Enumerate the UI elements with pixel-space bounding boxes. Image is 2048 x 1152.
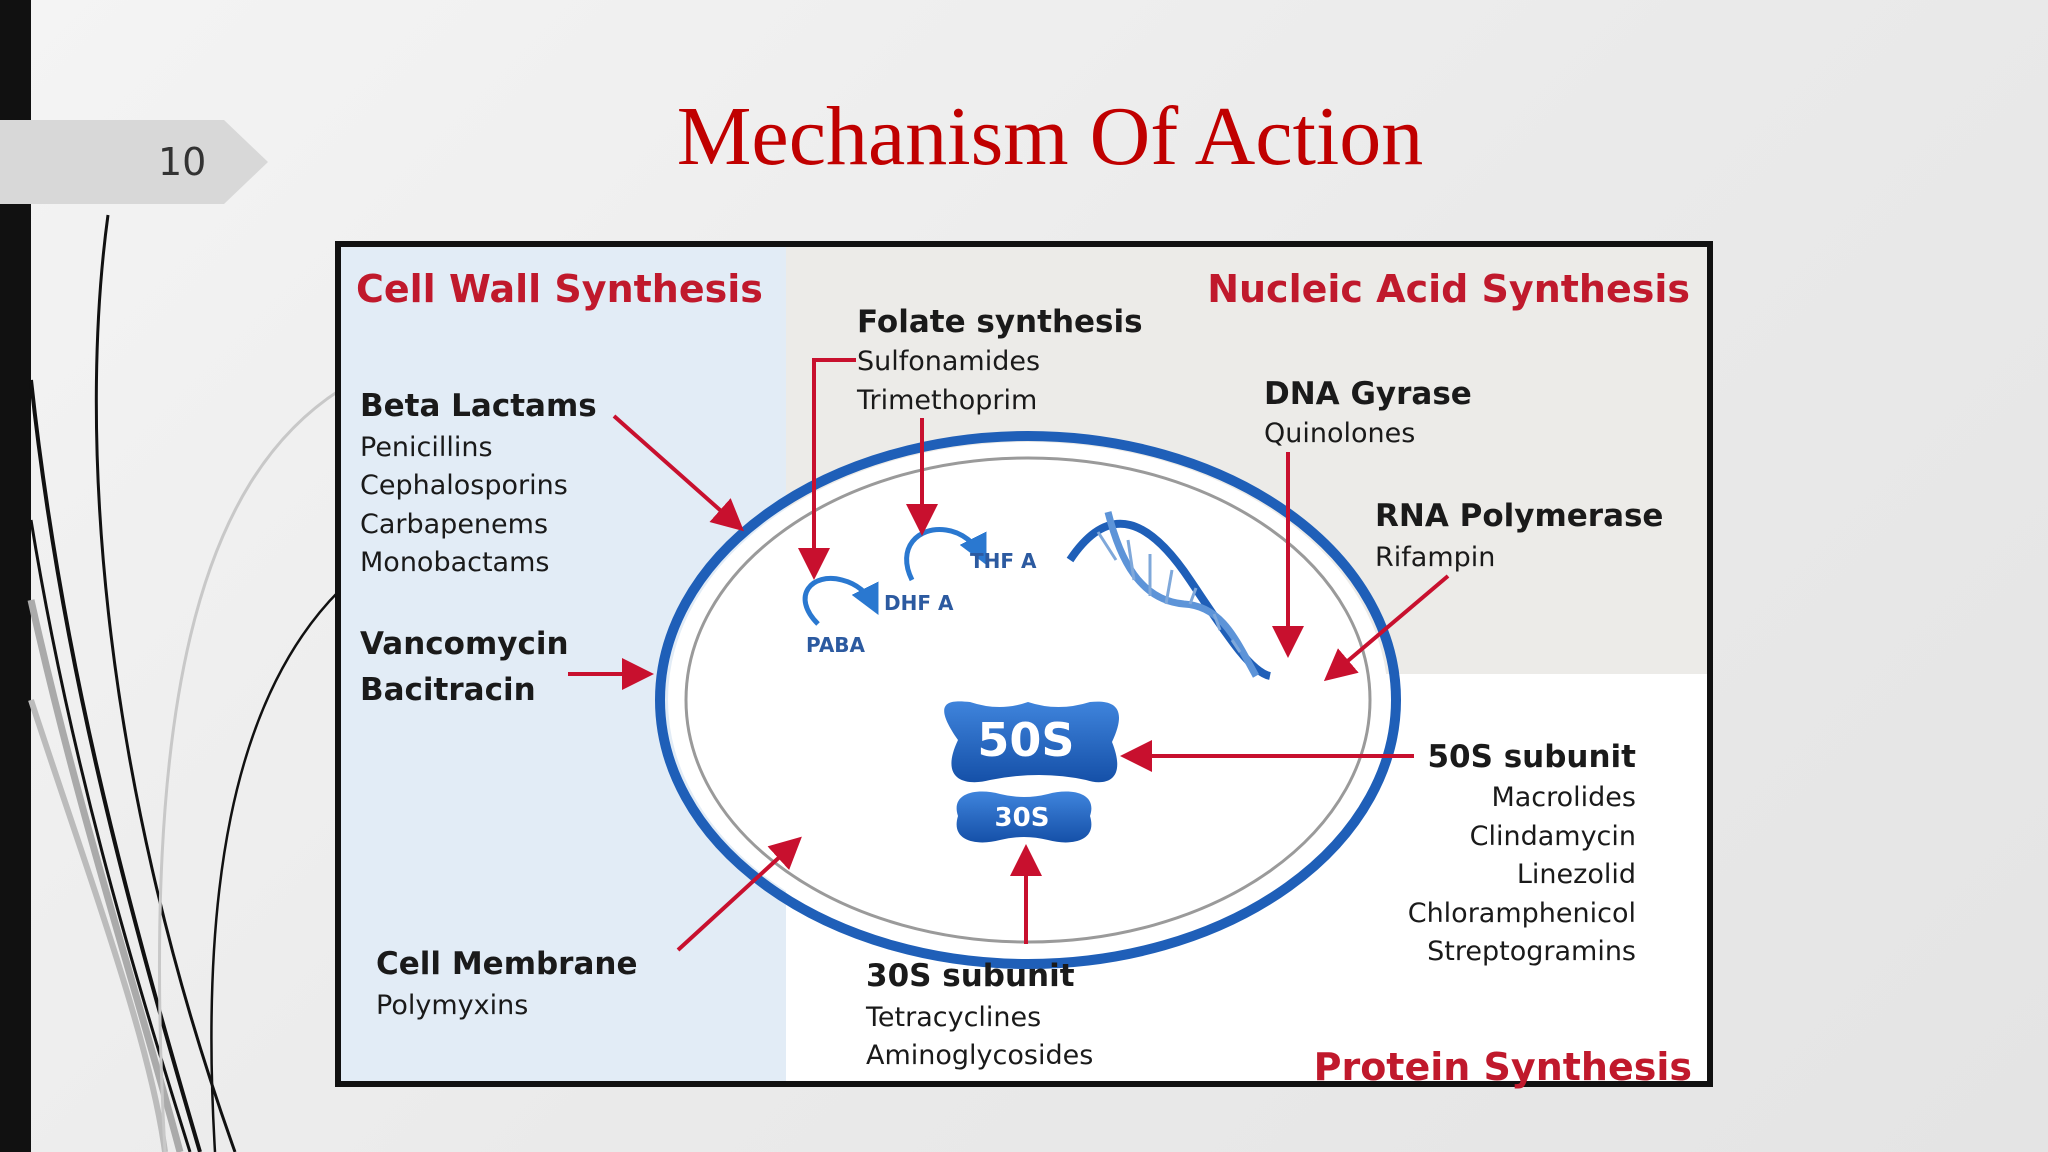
ribosome-30s [956, 791, 1092, 843]
folate-item: Trimethoprim [856, 385, 1037, 416]
50s-subunit-item: Linezolid [1517, 859, 1636, 890]
beta-lactams-item: Cephalosporins [360, 470, 568, 501]
50s-subunit-item: Clindamycin [1470, 821, 1636, 852]
bacitracin-label: Bacitracin [360, 672, 536, 708]
vancomycin-label: Vancomycin [360, 626, 569, 662]
paba-label: PABA [806, 633, 866, 657]
cell-interior [668, 442, 1388, 958]
rna-polymerase-heading: RNA Polymerase [1375, 498, 1663, 534]
ribosome-50s-label: 50S [977, 713, 1074, 767]
50s-subunit-heading: 50S subunit [1427, 739, 1636, 775]
dna-gyrase-item: Quinolones [1264, 418, 1415, 449]
section-cell-wall-synthesis: Cell Wall Synthesis [356, 267, 763, 311]
dna-gyrase-heading: DNA Gyrase [1264, 376, 1472, 412]
50s-subunit-item: Chloramphenicol [1408, 898, 1636, 929]
30s-subunit-item: Tetracyclines [865, 1002, 1041, 1033]
thf-label: THF A [970, 549, 1037, 573]
cell-wall-ring [655, 431, 1401, 969]
arrow-beta-lactams [612, 414, 744, 532]
30s-subunit-heading: 30S subunit [866, 958, 1075, 994]
folate-item: Sulfonamides [857, 346, 1040, 377]
beta-lactams-item: Penicillins [360, 432, 493, 463]
beta-lactams-item: Monobactams [360, 547, 549, 578]
section-nucleic-acid-synthesis: Nucleic Acid Synthesis [1207, 267, 1690, 311]
page-number: 10 [158, 140, 207, 184]
dhf-label: DHF A [884, 591, 954, 615]
slide-title: Mechanism Of Action [676, 90, 1424, 183]
beta-lactams-heading: Beta Lactams [360, 388, 597, 424]
section-protein-synthesis: Protein Synthesis [1314, 1045, 1692, 1089]
curved-pathway-arrow-icon [904, 527, 987, 582]
dna-helix-icon [1066, 511, 1272, 680]
target-arrows [568, 358, 1450, 952]
page-number-tab [0, 120, 268, 204]
beta-lactams-item: Carbapenems [360, 509, 548, 540]
arrow-cell-membrane [676, 836, 802, 952]
50s-subunit-item: Macrolides [1491, 782, 1636, 813]
cell-membrane-item: Polymyxins [376, 990, 528, 1021]
50s-subunit-item: Streptogramins [1427, 936, 1636, 967]
curved-pathway-arrow-icon [802, 576, 879, 626]
ribosome-30s-label: 30S [995, 803, 1050, 833]
rna-polymerase-item: Rifampin [1375, 542, 1495, 573]
decorative-curves [27, 214, 340, 1152]
arrow-sulfonamides [798, 358, 856, 580]
arrow-rna-polymerase [1323, 574, 1450, 682]
30s-subunit-item: Aminoglycosides [866, 1040, 1093, 1071]
folate-synthesis-heading: Folate synthesis [857, 304, 1143, 340]
ribosome: 50S 30S [944, 701, 1120, 843]
diagram-frame [335, 241, 1713, 1087]
cell-membrane-heading: Cell Membrane [376, 946, 638, 982]
ribosome-50s [944, 701, 1120, 783]
folate-pathway: PABA DHF A THF A [802, 527, 1037, 657]
